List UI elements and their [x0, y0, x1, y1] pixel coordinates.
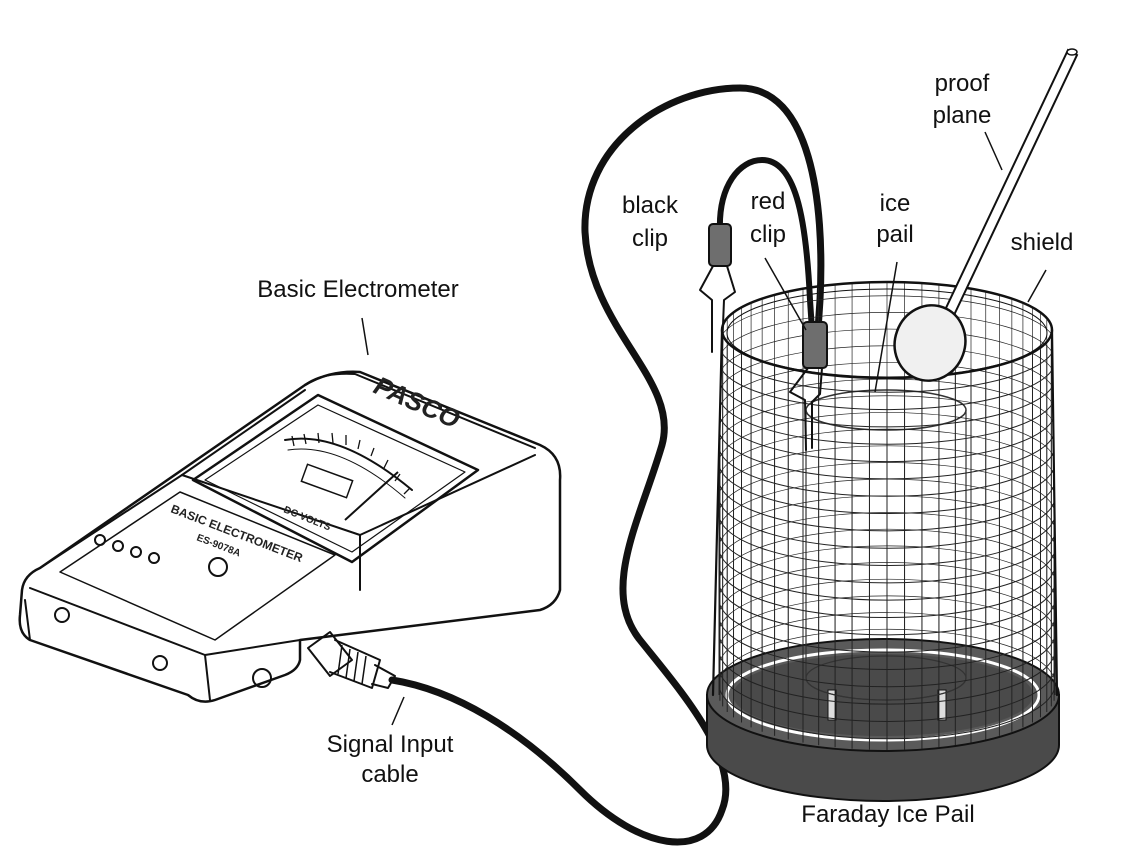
leader-lines — [362, 132, 1046, 725]
bnc-connector — [308, 632, 395, 688]
label-shield: shield — [1011, 229, 1074, 256]
label-signal-input-cable-line2: cable — [361, 761, 418, 788]
red-clip — [790, 322, 827, 450]
label-basic-electrometer: Basic Electrometer — [257, 276, 458, 303]
label-red-clip-line1: red — [751, 188, 786, 215]
range-knob-3 — [131, 547, 141, 557]
basic-electrometer-device: BASIC ELECTROMETER ES-9078A DC VOLTS PAS… — [20, 370, 560, 702]
label-proof-plane-line1: proof — [935, 70, 990, 97]
range-knob-2 — [113, 541, 123, 551]
black-clip — [700, 224, 735, 352]
side-socket — [153, 656, 167, 670]
meter-needle — [345, 472, 398, 520]
faraday-ice-pail-assembly — [707, 282, 1059, 801]
range-knob-1 — [95, 535, 105, 545]
proof-plane-disk — [884, 295, 976, 390]
ground-socket — [55, 608, 69, 622]
label-proof-plane-line2: plane — [933, 102, 992, 129]
digital-readout — [301, 464, 352, 497]
label-faraday-ice-pail: Faraday Ice Pail — [801, 801, 974, 828]
label-red-clip-line2: clip — [750, 221, 786, 248]
label-black-clip-line2: clip — [632, 225, 668, 252]
range-knob-4 — [149, 553, 159, 563]
label-ice-pail-line2: pail — [876, 221, 913, 248]
label-signal-input-cable-line1: Signal Input — [327, 731, 454, 758]
label-black-clip-line1: black — [622, 192, 679, 219]
zero-knob — [209, 558, 227, 576]
label-ice-pail-line1: ice — [880, 190, 911, 217]
